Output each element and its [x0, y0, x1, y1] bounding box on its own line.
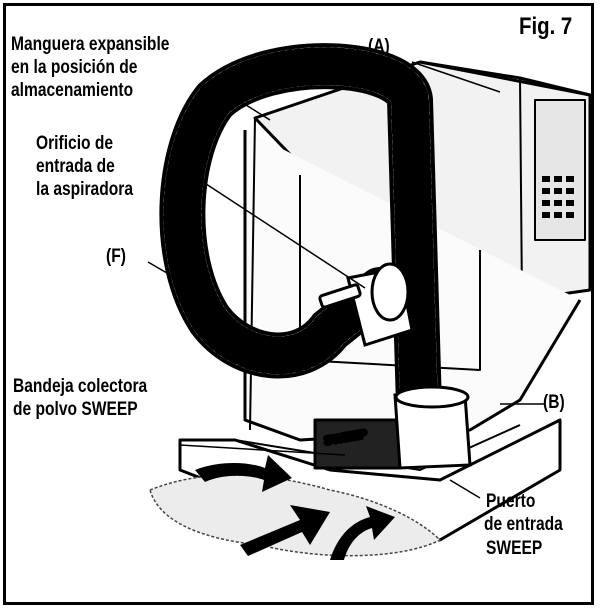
label-b: (B) [543, 392, 565, 413]
expandable-hose [159, 43, 443, 463]
suction-arrows [195, 455, 395, 560]
label-hose-line3: almacenamiento [11, 80, 134, 101]
figure-number: Fig. 7 [519, 13, 573, 40]
label-hose-line1: Manguera expansible [11, 34, 170, 55]
label-port-line2: de entrada [484, 514, 563, 535]
label-f: (F) [106, 246, 126, 267]
label-port-line3: SWEEP [486, 538, 543, 559]
label-hose-line2: en la posición de [11, 57, 138, 78]
leader-lines [147, 61, 545, 499]
label-port-line1: Puerto [486, 491, 536, 512]
label-inlet-line2: entrada de [36, 156, 115, 177]
label-inlet-line1: Orificio de [36, 133, 114, 154]
label-inlet-line3: la aspiradora [36, 179, 133, 200]
label-tray-line2: de polvo SWEEP [13, 399, 138, 420]
label-tray-line1: Bandeja colectora [13, 376, 148, 397]
label-a: (A) [368, 36, 390, 57]
